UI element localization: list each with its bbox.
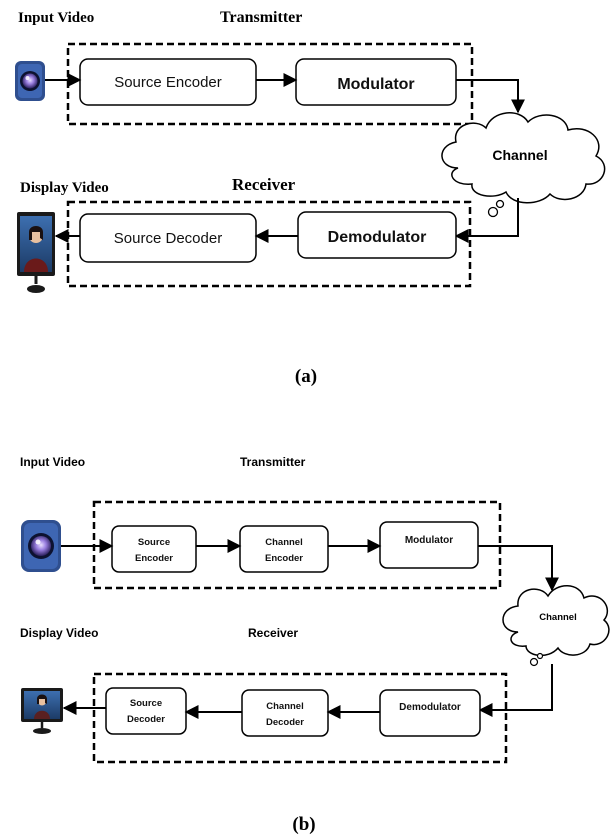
panel-b: Input Video Transmitter Source Encoder C… (20, 455, 610, 835)
source-decoder-label: Source Decoder (114, 230, 222, 247)
monitor-icon-b (21, 688, 63, 734)
source-decoder-b-line2: Decoder (127, 714, 165, 725)
source-decoder-box-b: Source Decoder (105, 687, 187, 735)
channel-encoder-line2: Encoder (265, 553, 303, 564)
source-encoder-b-line1: Source (138, 537, 170, 548)
modulator-box: Modulator (295, 58, 457, 106)
input-video-label-b: Input Video (20, 455, 85, 469)
demodulator-box: Demodulator (297, 211, 457, 259)
camera-icon-b (21, 520, 61, 572)
source-encoder-box: Source Encoder (79, 58, 257, 106)
caption-b: (b) (292, 814, 315, 835)
arrow-modulator-to-channel-b (478, 545, 559, 592)
arrow-modulator-to-channel (456, 79, 525, 114)
receiver-frame-b (92, 672, 508, 764)
channel-encoder-line1: Channel (265, 537, 302, 548)
channel-decoder-line2: Decoder (266, 717, 304, 728)
input-video-label: Input Video (18, 10, 94, 26)
modulator-label-b: Modulator (405, 535, 453, 546)
camera-icon (15, 61, 45, 101)
demodulator-label-b: Demodulator (399, 702, 461, 713)
channel-decoder-box: Channel Decoder (241, 689, 329, 737)
source-encoder-box-b: Source Encoder (111, 525, 197, 573)
monitor-icon (17, 212, 55, 293)
channel-encoder-box: Channel Encoder (239, 525, 329, 573)
caption-a: (a) (295, 366, 317, 387)
transmitter-label: Transmitter (220, 9, 302, 26)
channel-label-b: Channel (539, 612, 576, 623)
source-encoder-label: Source Encoder (114, 74, 222, 91)
display-video-label: Display Video (20, 180, 109, 196)
source-decoder-box: Source Decoder (79, 213, 257, 263)
source-decoder-b-line1: Source (130, 698, 162, 709)
display-video-label-b: Display Video (20, 626, 98, 640)
demodulator-label: Demodulator (328, 229, 427, 246)
cloud-icon (441, 112, 606, 218)
channel-decoder-line1: Channel (266, 701, 303, 712)
panel-a: Input Video Transmitter Source Encoder M… (15, 9, 606, 387)
transmitter-label-b: Transmitter (240, 455, 306, 469)
demodulator-box-b: Demodulator (379, 689, 481, 737)
receiver-label-b: Receiver (248, 626, 298, 640)
channel-label: Channel (492, 147, 547, 163)
arrow-channel-to-demodulator (454, 198, 519, 243)
cloud-icon-b (502, 585, 610, 667)
modulator-box-b: Modulator (379, 521, 479, 569)
modulator-label: Modulator (337, 76, 414, 93)
arrow-channel-to-demodulator-b (478, 664, 553, 717)
receiver-label: Receiver (232, 175, 296, 194)
receiver-frame (66, 200, 472, 288)
source-encoder-b-line2: Encoder (135, 553, 173, 564)
